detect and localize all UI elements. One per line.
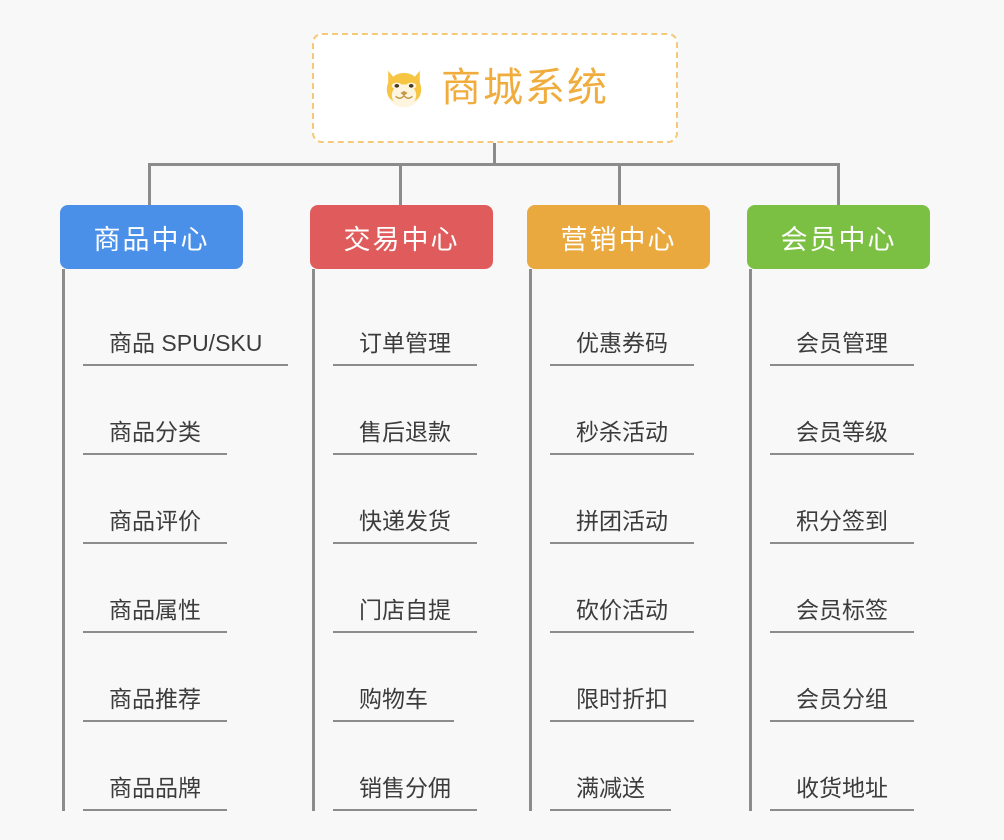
- leaf-item[interactable]: 售后退款: [315, 366, 493, 455]
- leaf-item[interactable]: 商品 SPU/SKU: [65, 277, 289, 366]
- leaf-item[interactable]: 满减送: [532, 722, 710, 811]
- leaf-item[interactable]: 会员等级: [752, 366, 930, 455]
- category-label-2: 交易中心: [343, 224, 460, 255]
- leaf-label: 优惠券码: [550, 330, 694, 366]
- category-header-4[interactable]: 会员中心: [747, 205, 930, 269]
- leaf-item[interactable]: 收货地址: [752, 722, 930, 811]
- connector-drop-1: [148, 163, 151, 205]
- branch-column-2: 交易中心 订单管理 售后退款 快递发货 门店自提 购物车 销售分佣: [310, 205, 493, 811]
- branch-body-3: 优惠券码 秒杀活动 拼团活动 砍价活动 限时折扣 满减送: [529, 269, 710, 811]
- category-header-1[interactable]: 商品中心: [60, 205, 243, 269]
- leaf-item[interactable]: 优惠券码: [532, 277, 710, 366]
- branch-column-4: 会员中心 会员管理 会员等级 积分签到 会员标签 会员分组 收货地址: [747, 205, 930, 811]
- branch-body-4: 会员管理 会员等级 积分签到 会员标签 会员分组 收货地址: [749, 269, 930, 811]
- leaf-label: 销售分佣: [333, 775, 477, 811]
- root-node[interactable]: 商城系统: [312, 33, 678, 143]
- leaf-label: 商品推荐: [83, 686, 227, 722]
- leaf-label: 订单管理: [333, 330, 477, 366]
- leaf-item[interactable]: 商品评价: [65, 455, 288, 544]
- leaf-label: 商品 SPU/SKU: [83, 330, 289, 366]
- leaf-label: 会员标签: [770, 597, 914, 633]
- leaf-item[interactable]: 限时折扣: [532, 633, 710, 722]
- leaf-label: 会员等级: [770, 419, 914, 455]
- leaf-label: 会员分组: [770, 686, 914, 722]
- leaf-label: 售后退款: [333, 419, 477, 455]
- leaf-label: 商品品牌: [83, 775, 227, 811]
- connector-drop-3: [618, 163, 621, 205]
- connector-drop-2: [399, 163, 402, 205]
- leaf-label: 积分签到: [770, 508, 914, 544]
- leaf-label: 收货地址: [770, 775, 914, 811]
- category-label-4: 会员中心: [780, 224, 897, 255]
- leaf-item[interactable]: 会员标签: [752, 544, 930, 633]
- connector-horizontal-bus: [148, 163, 840, 166]
- leaf-item[interactable]: 快递发货: [315, 455, 493, 544]
- leaf-item[interactable]: 砍价活动: [532, 544, 710, 633]
- leaf-label: 会员管理: [770, 330, 914, 366]
- leaf-label: 满减送: [550, 775, 671, 811]
- branch-column-1: 商品中心 商品 SPU/SKU 商品分类 商品评价 商品属性 商品推荐 商品品牌: [60, 205, 289, 811]
- leaf-label: 限时折扣: [550, 686, 694, 722]
- leaf-item[interactable]: 门店自提: [315, 544, 493, 633]
- leaf-label: 砍价活动: [550, 597, 694, 633]
- category-header-3[interactable]: 营销中心: [527, 205, 710, 269]
- branch-column-3: 营销中心 优惠券码 秒杀活动 拼团活动 砍价活动 限时折扣 满减送: [527, 205, 710, 811]
- leaf-item[interactable]: 会员管理: [752, 277, 930, 366]
- leaf-item[interactable]: 销售分佣: [315, 722, 493, 811]
- leaf-label: 秒杀活动: [550, 419, 694, 455]
- leaf-label: 商品分类: [83, 419, 227, 455]
- leaf-label: 商品评价: [83, 508, 227, 544]
- shiba-dog-face-icon: [381, 65, 427, 111]
- root-title: 商城系统: [441, 66, 609, 110]
- leaf-label: 门店自提: [333, 597, 477, 633]
- leaf-item[interactable]: 商品品牌: [65, 722, 288, 811]
- leaf-item[interactable]: 会员分组: [752, 633, 930, 722]
- leaf-item[interactable]: 订单管理: [315, 277, 493, 366]
- leaf-label: 快递发货: [333, 508, 477, 544]
- category-header-2[interactable]: 交易中心: [310, 205, 493, 269]
- leaf-item[interactable]: 购物车: [315, 633, 493, 722]
- category-label-1: 商品中心: [93, 224, 210, 255]
- leaf-label: 拼团活动: [550, 508, 694, 544]
- leaf-label: 商品属性: [83, 597, 227, 633]
- leaf-label: 购物车: [333, 686, 454, 722]
- branch-body-1: 商品 SPU/SKU 商品分类 商品评价 商品属性 商品推荐 商品品牌: [62, 269, 289, 811]
- leaf-item[interactable]: 积分签到: [752, 455, 930, 544]
- leaf-item[interactable]: 秒杀活动: [532, 366, 710, 455]
- leaf-item[interactable]: 商品推荐: [65, 633, 288, 722]
- leaf-item[interactable]: 拼团活动: [532, 455, 710, 544]
- connector-drop-4: [837, 163, 840, 205]
- leaf-item[interactable]: 商品属性: [65, 544, 288, 633]
- branch-body-2: 订单管理 售后退款 快递发货 门店自提 购物车 销售分佣: [312, 269, 493, 811]
- connector-root-stem: [493, 143, 496, 165]
- leaf-item[interactable]: 商品分类: [65, 366, 288, 455]
- category-label-3: 营销中心: [560, 224, 677, 255]
